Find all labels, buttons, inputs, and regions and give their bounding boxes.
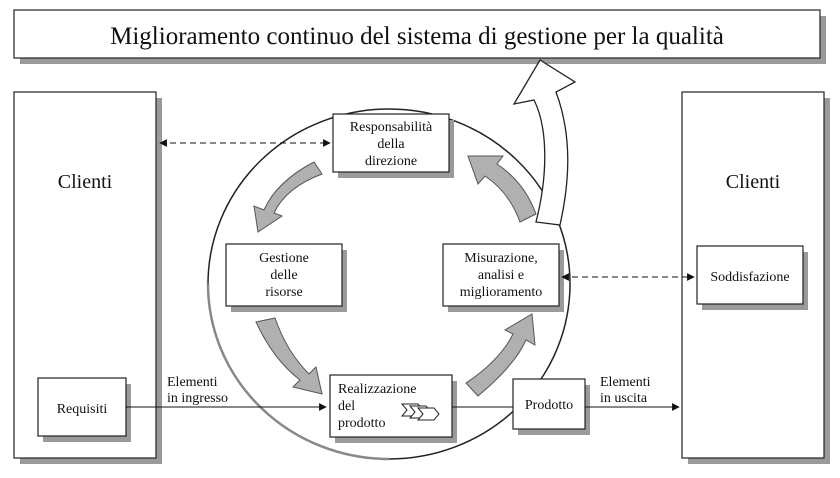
responsabilita-line-3: direzione	[365, 154, 417, 169]
process-chevrons-icon	[400, 403, 440, 421]
risorse-line-3: risorse	[265, 285, 302, 300]
risorse-line-1: Gestione	[259, 251, 309, 266]
responsabilita-line-2: della	[377, 137, 405, 152]
output-label-line-2: in uscita	[600, 391, 648, 406]
misurazione-line-2: analisi e	[478, 268, 524, 283]
output-label-line-1: Elementi	[600, 375, 651, 390]
left-customers-label: Clienti	[58, 171, 113, 193]
cycle-arrow-misurazione-to-responsabilita-icon	[467, 155, 537, 223]
input-label-line-2: in ingresso	[167, 391, 228, 406]
improvement-arrow-icon	[512, 59, 577, 226]
prodotto-label: Prodotto	[525, 398, 573, 413]
realizzazione-line-2: del	[338, 399, 355, 414]
realizzazione-line-3: prodotto	[338, 416, 385, 431]
title-text: Miglioramento continuo del sistema di ge…	[110, 23, 724, 50]
soddisfazione-label: Soddisfazione	[710, 270, 789, 285]
left-customers-panel: Clienti Requisiti	[13, 91, 162, 464]
input-label-line-1: Elementi	[167, 375, 218, 390]
gestione-risorse-box: Gestione delle risorse	[225, 243, 347, 312]
title-banner: Miglioramento continuo del sistema di ge…	[13, 9, 826, 64]
right-customers-label: Clienti	[726, 171, 781, 193]
realizzazione-prodotto-box: Realizzazione del prodotto	[329, 374, 457, 443]
responsabilita-direzione-box: Responsabilità della direzione	[332, 113, 454, 178]
cycle-arrow-responsabilita-to-risorse-icon	[253, 161, 323, 233]
cycle-arrow-risorse-to-realizzazione-icon	[255, 317, 323, 395]
risorse-line-2: delle	[270, 268, 297, 283]
misurazione-line-1: Misurazione,	[464, 251, 537, 266]
requisiti-box: Requisiti	[37, 377, 131, 442]
responsabilita-line-1: Responsabilità	[350, 120, 433, 135]
misurazione-box: Misurazione, analisi e miglioramento	[442, 243, 564, 312]
realizzazione-line-1: Realizzazione	[338, 382, 417, 397]
cycle-arrow-realizzazione-to-misurazione-icon	[465, 313, 536, 397]
misurazione-line-3: miglioramento	[460, 285, 542, 300]
soddisfazione-box: Soddisfazione	[696, 245, 808, 310]
right-customers-panel: Clienti Soddisfazione	[681, 91, 830, 464]
requisiti-label: Requisiti	[57, 402, 108, 417]
prodotto-box: Prodotto	[512, 378, 590, 435]
